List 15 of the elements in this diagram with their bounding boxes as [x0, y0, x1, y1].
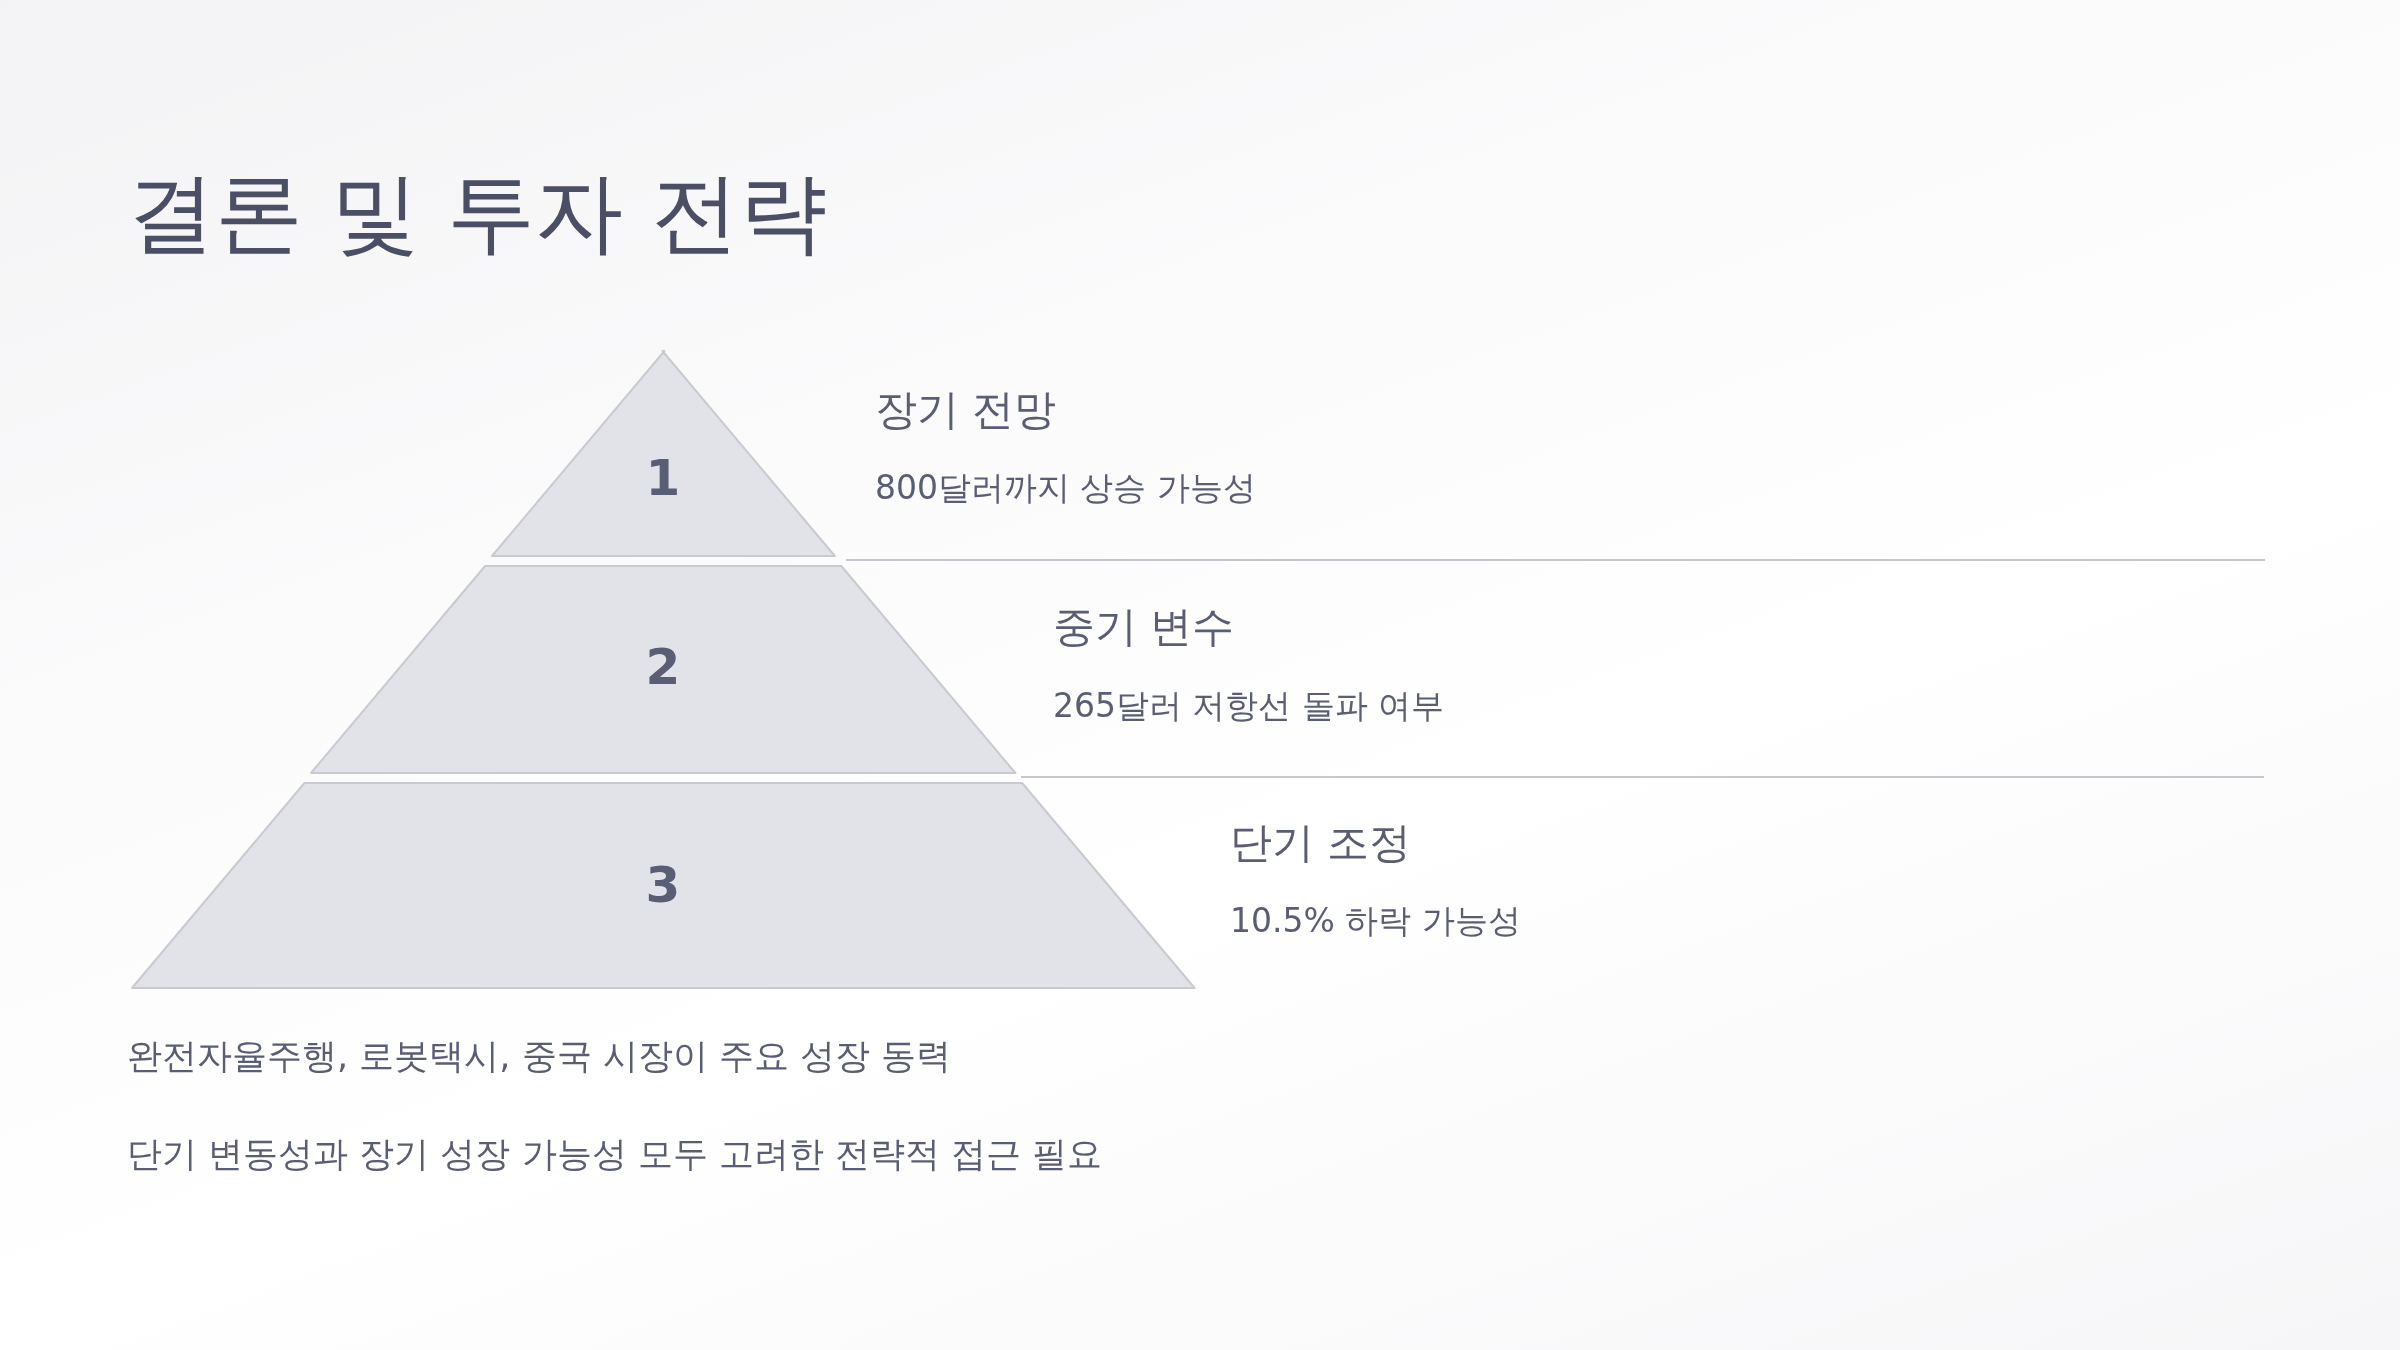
pyramid-top-triangle — [490, 350, 836, 557]
tier-heading: 장기 전망 — [875, 384, 1057, 436]
tier-description: 10.5% 하락 가능성 — [1230, 901, 1521, 941]
note-text: 완전자율주행, 로봇택시, 중국 시장이 주요 성장 동력 — [127, 1035, 951, 1077]
pyramid-tier — [130, 782, 1196, 989]
tier-number: 2 — [644, 637, 682, 697]
tier-number: 3 — [644, 855, 682, 915]
tier-description: 800달러까지 상승 가능성 — [875, 468, 1256, 508]
tier-heading: 단기 조정 — [1230, 817, 1412, 869]
tier-heading: 중기 변수 — [1053, 601, 1235, 653]
tier-number: 1 — [644, 448, 682, 508]
pyramid-tier — [309, 565, 1017, 774]
note-text: 단기 변동성과 장기 성장 가능성 모두 고려한 전략적 접근 필요 — [127, 1133, 1103, 1175]
slide-title: 결론 및 투자 전략 — [127, 160, 827, 266]
tier-description: 265달러 저항선 돌파 여부 — [1053, 686, 1445, 726]
